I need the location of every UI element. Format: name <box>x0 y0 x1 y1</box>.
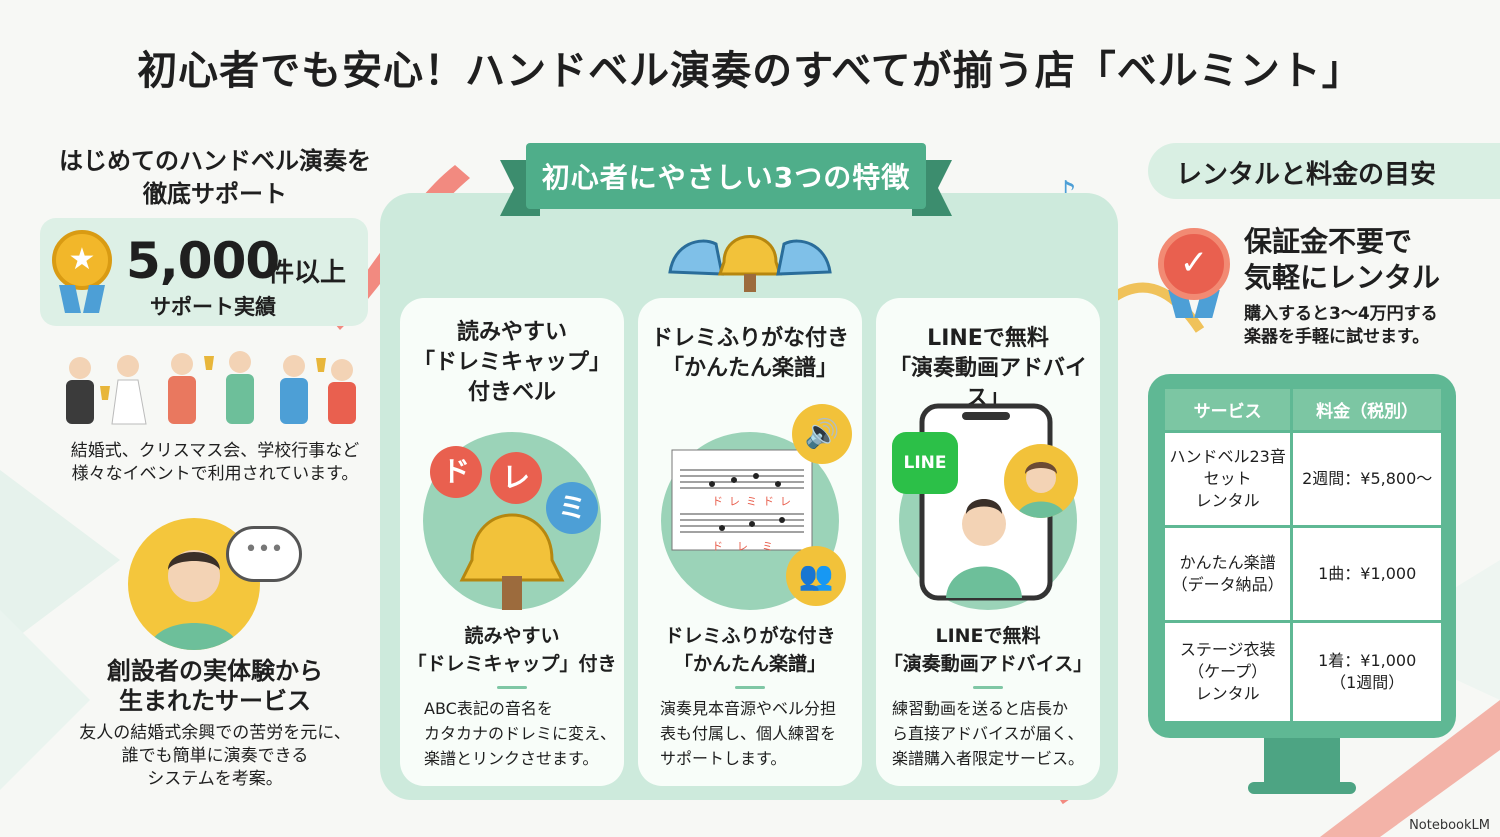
card3-title: LINEで無料 「演奏動画アドバイス」 <box>888 326 1087 411</box>
price-table: サービス 料金（税別） ハンドベル23音 セット レンタル 2週間：¥5,800… <box>1161 386 1444 725</box>
table-row: ハンドベル23音 セット レンタル 2週間：¥5,800〜 <box>1161 429 1444 528</box>
card2-subtitle: ドレミふりがな付き 「かんたん楽譜」 <box>664 625 836 675</box>
deposit-text: 購入すると3〜4万円する 楽器を手軽に試せます。 <box>1244 304 1438 347</box>
card3-description: 練習動画を送ると店長か ら直接アドバイスが届く、 楽譜購入者限定サービス。 <box>892 699 1085 768</box>
monitor-base <box>1248 782 1356 794</box>
card1-description: ABC表記の音名を カタカナのドレミに変え、 楽譜とリンクさせます。 <box>424 699 617 768</box>
speech-bubble-icon: ••• <box>226 526 302 582</box>
price-table-header-row: サービス 料金（税別） <box>1161 386 1444 433</box>
speaker-icon: 🔊 <box>792 404 852 464</box>
group-icon: 👥 <box>786 546 846 606</box>
bells-icon <box>668 235 832 292</box>
table-cell-service: かんたん楽譜 （データ納品） <box>1161 524 1294 623</box>
card1-title: 読みやすい 「ドレミキャップ」 付きベル <box>412 320 611 405</box>
table-cell-service: ハンドベル23音 セット レンタル <box>1161 429 1294 528</box>
stat-label: サポート実績 <box>150 295 276 319</box>
sheet-music-icon <box>671 449 813 551</box>
table-cell-service: ステージ衣装 （ケープ） レンタル <box>1161 619 1294 725</box>
table-cell-price: 2週間：¥5,800〜 <box>1290 429 1444 528</box>
syllable-mi-badge: ミ <box>546 482 598 534</box>
table-row: かんたん楽譜 （データ納品） 1曲：¥1,000 <box>1161 524 1444 623</box>
table-cell-price: 1着：¥1,000 （1週間） <box>1290 619 1444 725</box>
star-icon: ★ <box>68 242 96 277</box>
card1-divider <box>497 686 527 689</box>
notebooklm-logo: NotebookLM <box>1409 818 1490 833</box>
line-logo-icon: LINE <box>892 432 958 494</box>
stat-number: 5,000 <box>126 232 280 290</box>
price-table-header-price: 料金（税別） <box>1290 386 1444 433</box>
people-illustration <box>66 351 356 425</box>
bell-icon <box>459 513 565 610</box>
card3-subtitle: LINEで無料 「演奏動画アドバイス」 <box>883 625 1093 675</box>
table-cell-price: 1曲：¥1,000 <box>1290 524 1444 623</box>
syllable-do-badge: ド <box>430 446 482 498</box>
medal-icon <box>52 230 112 290</box>
score-label-row1: ドレミドレ <box>712 495 797 508</box>
advisor-avatar <box>1004 444 1078 518</box>
features-banner-text: 初心者にやさしい3つの特徴 <box>541 161 911 194</box>
intro-heading: はじめてのハンドベル演奏を 徹底サポート <box>59 147 371 208</box>
table-row: ステージ衣装 （ケープ） レンタル 1着：¥1,000 （1週間） <box>1161 619 1444 725</box>
card2-description: 演奏見本音源やベル分担 表も付属し、個人練習を サポートします。 <box>660 699 837 768</box>
deposit-title: 保証金不要で 気軽にレンタル <box>1244 225 1441 294</box>
card2-divider <box>735 686 765 689</box>
card3-divider <box>973 686 1003 689</box>
features-banner <box>526 143 926 209</box>
syllable-re-badge: レ <box>490 452 542 504</box>
stat-unit: 件以上 <box>268 258 347 288</box>
price-table-header-service: サービス <box>1161 386 1294 433</box>
rental-header-text: レンタルと料金の目安 <box>1176 160 1437 190</box>
rental-header <box>1148 143 1500 199</box>
monitor-stand <box>1264 738 1340 786</box>
score-label-row2: ドレミ <box>712 540 787 553</box>
card1-subtitle: 読みやすい 「ドレミキャップ」付き <box>407 625 617 675</box>
founder-avatar <box>128 518 260 650</box>
founder-text: 友人の結婚式余興での苦労を元に、 誰でも簡単に演奏できる システムを考案。 <box>79 723 351 789</box>
card2-title: ドレミふりがな付き 「かんたん楽譜」 <box>650 326 849 381</box>
events-text: 結婚式、クリスマス会、学校行事など 様々なイベントで利用されています。 <box>70 441 360 484</box>
checkmark-badge-icon: ✓ <box>1158 228 1230 300</box>
founder-title: 創設者の実体験から 生まれたサービス <box>107 657 323 715</box>
page-title: 初心者でも安心！ハンドベル演奏のすべてが揃う店「ベルミント」 <box>137 48 1363 94</box>
